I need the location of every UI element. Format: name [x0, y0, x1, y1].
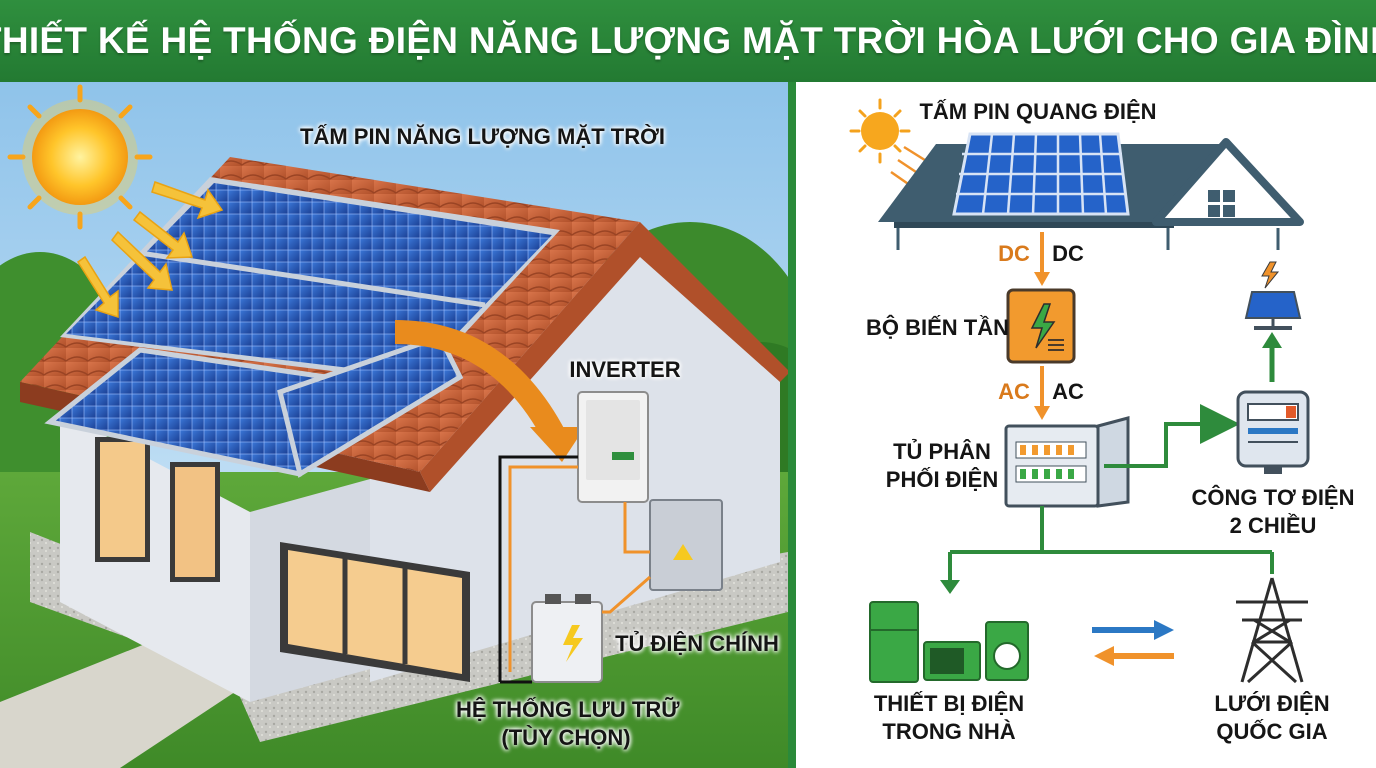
label-main-cabinet: TỦ ĐIỆN CHÍNH — [615, 631, 779, 656]
power-tower-icon — [1236, 577, 1308, 684]
label-ac-right: AC — [1052, 379, 1084, 404]
house-illustration-panel: TẤM PIN NĂNG LƯỢNG MẶT TRỜI INVERTER TỦ … — [0, 82, 788, 768]
label-ac-left: AC — [998, 379, 1030, 404]
sun-ray-arrows — [76, 181, 224, 319]
page-title: THIẾT KẾ HỆ THỐNG ĐIỆN NĂNG LƯỢNG MẶT TR… — [0, 20, 1376, 61]
label-grid-line1: LƯỚI ĐIỆN — [1214, 691, 1330, 716]
system-schematic-panel: TẤM PIN QUANG ĐIỆN DC DC BỘ BIẾN TẦN AC … — [796, 82, 1376, 768]
bidirectional-meter-icon — [1236, 390, 1310, 474]
inverter-icon — [1006, 288, 1076, 364]
label-inverter-right: BỘ BIẾN TẦN — [866, 315, 1009, 340]
sun-icon — [849, 98, 929, 190]
label-inverter-left: INVERTER — [569, 357, 681, 382]
distribution-board-icon — [1004, 416, 1130, 508]
house-illustration — [0, 82, 788, 768]
label-appliances-line1: THIẾT BỊ ĐIỆN — [873, 691, 1025, 716]
panel-divider — [788, 82, 796, 768]
label-storage-line1: HỆ THỐNG LƯU TRỮ — [456, 697, 680, 722]
main-cabinet-icon — [649, 499, 723, 591]
label-solar-panels: TẤM PIN NĂNG LƯỢNG MẶT TRỜI — [300, 124, 665, 149]
grid-solar-icon — [1244, 261, 1302, 330]
label-distribution-line2: PHỐI ĐIỆN — [885, 467, 999, 492]
house-icon — [1152, 138, 1304, 250]
label-grid-line2: QUỐC GIA — [1216, 719, 1328, 744]
sun-icon — [7, 84, 153, 230]
label-dc-right: DC — [1052, 241, 1084, 266]
label-meter-line1: CÔNG TƠ ĐIỆN — [1191, 485, 1355, 510]
label-appliances-line2: TRONG NHÀ — [882, 719, 1016, 744]
inverter-icon — [577, 391, 649, 503]
battery-icon — [531, 594, 603, 683]
label-pv-panel: TẤM PIN QUANG ĐIỆN — [919, 99, 1157, 124]
label-meter-line2: 2 CHIỀU — [1229, 513, 1317, 538]
label-distribution-line1: TỦ PHÂN — [893, 439, 991, 464]
title-banner: THIẾT KẾ HỆ THỐNG ĐIỆN NĂNG LƯỢNG MẶT TR… — [0, 0, 1376, 82]
system-schematic — [849, 98, 1310, 684]
solar-panel-icon — [952, 132, 1130, 216]
label-storage-line2: (TÙY CHỌN) — [501, 725, 631, 750]
appliances-icon — [869, 601, 1029, 683]
label-dc-left: DC — [998, 241, 1030, 266]
